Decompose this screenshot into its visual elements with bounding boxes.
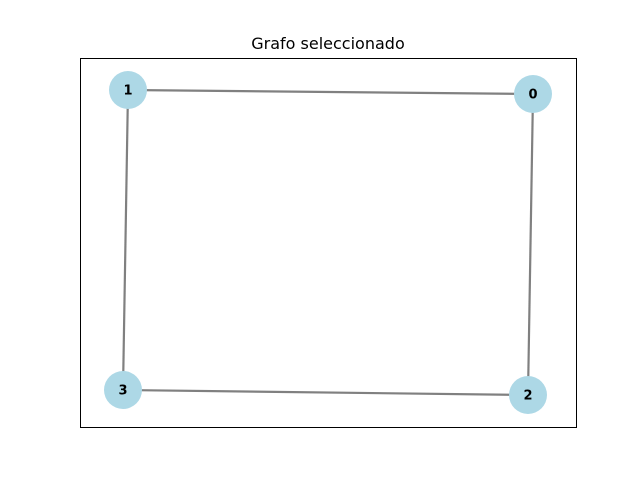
graph-node-1: 1 bbox=[109, 71, 147, 109]
graph-node-2: 2 bbox=[509, 376, 547, 414]
graph-edges bbox=[121, 88, 535, 397]
graph-node-label: 2 bbox=[523, 389, 532, 404]
graph-node-label: 3 bbox=[118, 384, 127, 399]
graph-edge-1-0 bbox=[127, 88, 534, 96]
graph-node-circle bbox=[109, 71, 147, 109]
graph-node-0: 0 bbox=[514, 75, 552, 113]
graph-edge-0-2 bbox=[526, 93, 535, 396]
plot-title: Grafo seleccionado bbox=[251, 34, 404, 53]
graph-node-label: 1 bbox=[123, 84, 132, 99]
graph-node-circle bbox=[509, 376, 547, 414]
graph-node-circle bbox=[514, 75, 552, 113]
graph-node-circle bbox=[104, 371, 142, 409]
graph-edge-3-2 bbox=[122, 388, 529, 397]
plot-frame bbox=[80, 58, 577, 428]
graph-node-label: 0 bbox=[528, 88, 537, 103]
graph-nodes: 0 1 2 3 bbox=[104, 71, 552, 414]
graph-node-3: 3 bbox=[104, 371, 142, 409]
graph-edge-1-3 bbox=[121, 89, 130, 391]
